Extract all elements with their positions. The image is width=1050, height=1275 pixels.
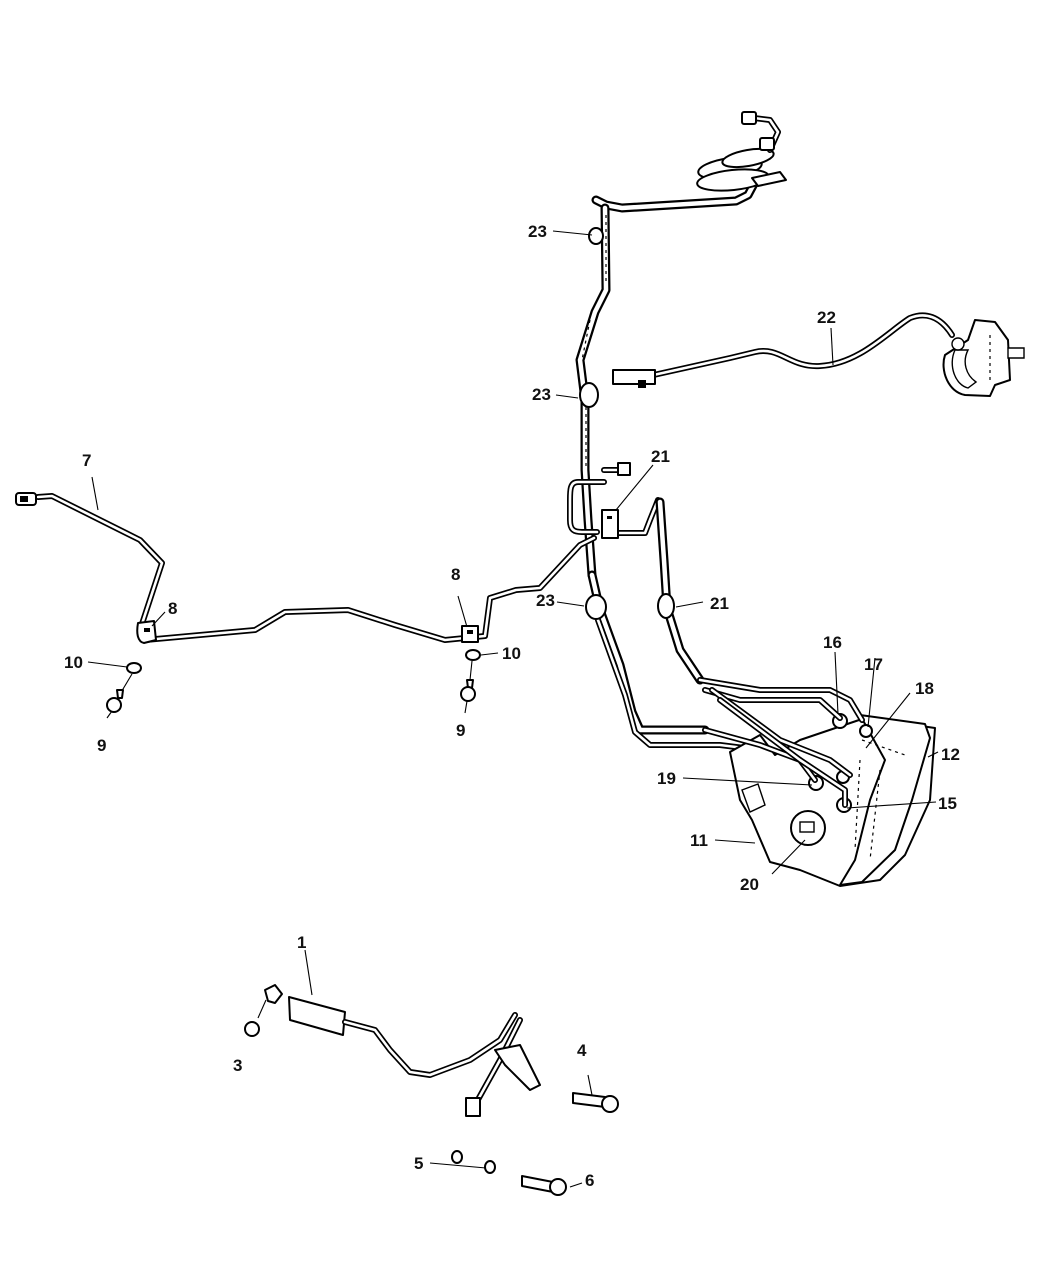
callout-19: 19 <box>657 769 676 788</box>
callout-10-left: 10 <box>64 653 83 672</box>
bolt-right <box>460 660 476 702</box>
callout-8-right: 8 <box>451 565 460 584</box>
clip-23-top <box>588 227 604 245</box>
callout-9-left: 9 <box>97 736 106 755</box>
callout-20: 20 <box>740 875 759 894</box>
rear-hose-assembly <box>264 984 541 1117</box>
clip-21-lower <box>657 593 675 619</box>
callout-16: 16 <box>823 633 842 652</box>
retainer-left <box>126 662 142 674</box>
callout-8-left: 8 <box>168 599 177 618</box>
clip-21-upper <box>601 509 619 539</box>
clip-23-mid <box>579 382 599 408</box>
callout-3: 3 <box>233 1056 242 1075</box>
retainer-right <box>465 649 481 661</box>
wiring-harness <box>612 312 1025 397</box>
callout-22: 22 <box>817 308 836 327</box>
leader-lines <box>87 230 939 1188</box>
abs-module <box>697 677 936 887</box>
callout-labels: 1 3 4 5 6 7 8 8 9 9 10 10 11 12 15 16 17… <box>64 222 960 1190</box>
bolt-6 <box>521 1175 567 1196</box>
grommets-5 <box>451 1150 496 1174</box>
callout-21-lower: 21 <box>710 594 729 613</box>
bracket-left <box>136 620 157 644</box>
callout-7: 7 <box>82 451 91 470</box>
bolt-3 <box>244 999 267 1037</box>
callout-23-low: 23 <box>536 591 555 610</box>
bolt-4 <box>572 1092 619 1113</box>
upper-brake-tube <box>575 111 787 580</box>
callout-5: 5 <box>414 1154 423 1173</box>
callout-1: 1 <box>297 933 306 952</box>
bracket-right <box>461 625 479 643</box>
callout-4: 4 <box>577 1041 587 1060</box>
callout-11: 11 <box>690 831 708 850</box>
harness-connector-body <box>942 319 1025 397</box>
brake-tube-7 <box>15 492 597 643</box>
callout-18: 18 <box>915 679 934 698</box>
callout-12: 12 <box>941 745 960 764</box>
callout-23-top: 23 <box>528 222 547 241</box>
bolt-left <box>106 673 133 713</box>
callout-10-right: 10 <box>502 644 521 663</box>
clip-23-low <box>585 594 607 620</box>
callout-15: 15 <box>938 794 957 813</box>
tube-coil <box>696 111 787 192</box>
callout-17: 17 <box>864 655 883 674</box>
callout-21-upper: 21 <box>651 447 670 466</box>
callout-9-right: 9 <box>456 721 465 740</box>
callout-23-mid: 23 <box>532 385 551 404</box>
callout-6: 6 <box>585 1171 594 1190</box>
